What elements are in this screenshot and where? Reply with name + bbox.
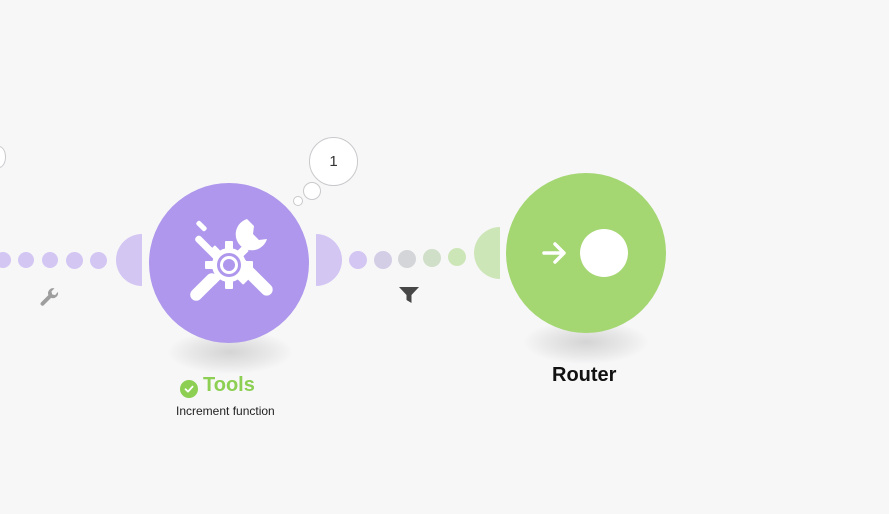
filter-icon[interactable] [398, 285, 420, 305]
connection-dot [66, 252, 83, 269]
tools-input-handle[interactable] [116, 234, 142, 286]
tools-output-handle[interactable] [316, 234, 342, 286]
success-check-icon [180, 380, 198, 398]
connection-dot [90, 252, 107, 269]
connection-dot [349, 251, 367, 269]
connection-dot [18, 252, 34, 268]
tools-module-circle[interactable] [149, 183, 309, 343]
wrench-icon[interactable] [38, 287, 60, 309]
router-icon [534, 223, 638, 283]
router-input-handle[interactable] [474, 227, 500, 279]
connection-dot [448, 248, 466, 266]
connection-dot [42, 252, 58, 268]
router-module-circle[interactable] [506, 173, 666, 333]
tools-icon [177, 211, 281, 315]
offscreen-module-bubble [0, 146, 6, 168]
connection-dot [0, 252, 11, 268]
tools-module-name[interactable]: Tools [203, 374, 255, 396]
router-module-name[interactable]: Router [552, 364, 617, 386]
bubble-tail-medium [303, 182, 321, 200]
connection-dot [423, 249, 441, 267]
connection-dot [374, 251, 392, 269]
tools-module-subtitle: Increment function [176, 404, 275, 418]
bubble-tail-small [293, 196, 303, 206]
operations-count-bubble[interactable]: 1 [309, 137, 358, 186]
connection-dot [398, 250, 416, 268]
operations-count: 1 [329, 153, 338, 170]
